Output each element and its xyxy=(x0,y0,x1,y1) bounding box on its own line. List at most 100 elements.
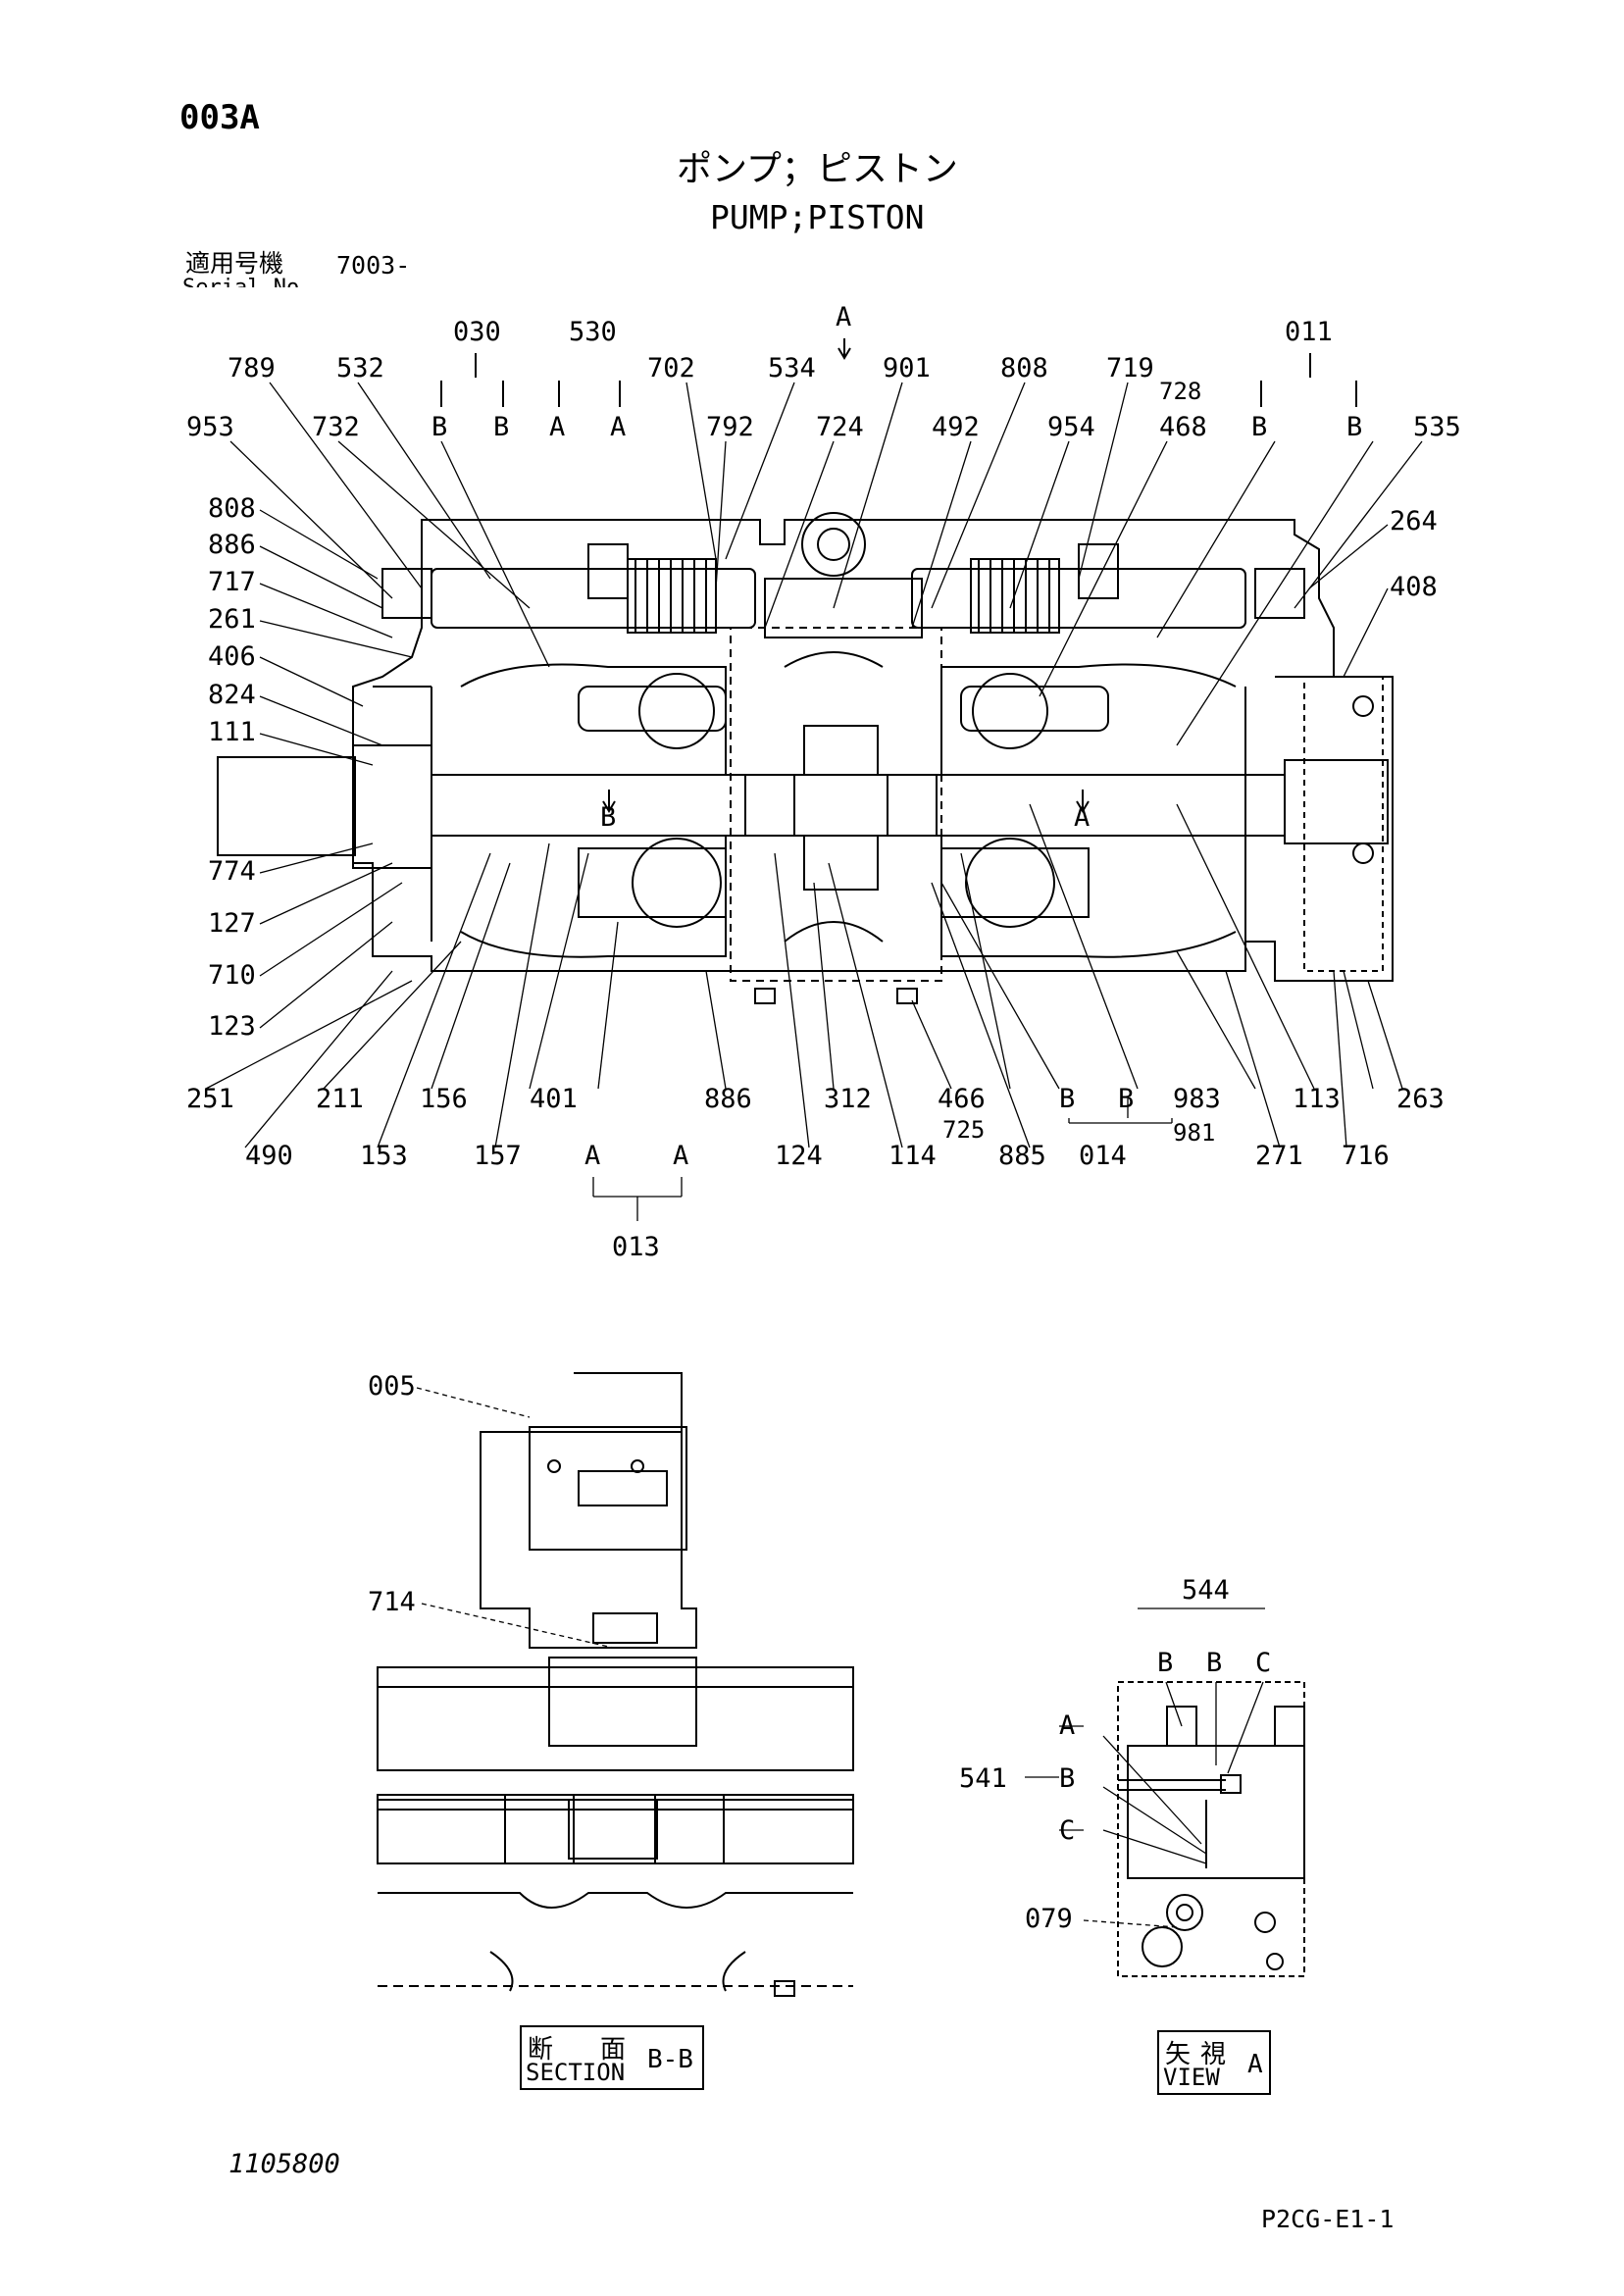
callout-492: 492 xyxy=(932,412,980,442)
callout-532: 532 xyxy=(336,353,384,383)
section-label-jp-1: 断 xyxy=(528,2035,554,2065)
callout-714: 714 xyxy=(368,1587,416,1617)
section-letter-b-2: B xyxy=(493,412,510,442)
callout-824: 824 xyxy=(208,680,256,710)
callout-263: 263 xyxy=(1396,1084,1445,1114)
callout-114: 114 xyxy=(888,1141,937,1171)
section-letter-a-013: A xyxy=(584,1141,601,1171)
callout-728: 728 xyxy=(1159,378,1202,405)
callout-953: 953 xyxy=(186,412,234,442)
callout-724: 724 xyxy=(816,412,864,442)
section-bb-drawing xyxy=(377,1372,854,1997)
callout-030: 030 xyxy=(453,317,501,347)
section-label-en: SECTION xyxy=(526,2059,626,2086)
view-letter-a-top: A xyxy=(836,302,852,332)
callout-401: 401 xyxy=(530,1084,578,1114)
callout-725: 725 xyxy=(942,1116,986,1144)
view-a-callout-a: C xyxy=(1059,1815,1076,1846)
callout-127: 127 xyxy=(208,908,256,939)
callout-901: 901 xyxy=(883,353,931,383)
title-japanese: ポンプ；ピストン xyxy=(677,149,958,189)
callout-014: 014 xyxy=(1079,1141,1127,1171)
main-shaft xyxy=(431,774,1286,837)
serial-value: 7003- xyxy=(336,251,411,280)
view-a-callout-c: B xyxy=(1059,1763,1076,1794)
callout-011: 011 xyxy=(1285,317,1333,347)
callout-271: 271 xyxy=(1255,1141,1303,1171)
callout-156: 156 xyxy=(420,1084,468,1114)
center-gearbox xyxy=(730,627,942,982)
callout-406: 406 xyxy=(208,641,256,672)
callout-157: 157 xyxy=(474,1141,522,1171)
callout-808-left: 808 xyxy=(208,493,256,524)
callout-264: 264 xyxy=(1390,506,1438,536)
serial-label-japanese: 適用号機 xyxy=(185,249,284,278)
callout-808-top: 808 xyxy=(1000,353,1048,383)
callout-530: 530 xyxy=(569,317,617,347)
page-code: P2CG-E1-1 xyxy=(1261,2205,1395,2233)
callout-981: 981 xyxy=(1173,1119,1216,1147)
callout-408: 408 xyxy=(1390,572,1438,602)
right-cylinder-block xyxy=(940,663,1237,958)
callout-013: 013 xyxy=(612,1232,660,1262)
section-letter-b-shaft-left: B xyxy=(600,802,617,833)
callout-251: 251 xyxy=(186,1084,234,1114)
callout-774: 774 xyxy=(208,856,256,887)
callout-702: 702 xyxy=(647,353,695,383)
callout-124: 124 xyxy=(775,1141,823,1171)
callout-789: 789 xyxy=(228,353,276,383)
view-a-letter-a: C xyxy=(1255,1648,1272,1678)
section-label-suffix: B-B xyxy=(647,2045,693,2074)
section-letter-a-014: B xyxy=(1118,1084,1135,1114)
callout-113: 113 xyxy=(1293,1084,1341,1114)
section-letter-a-2: B xyxy=(1251,412,1268,442)
callout-005: 005 xyxy=(368,1371,416,1402)
callout-211: 211 xyxy=(316,1084,364,1114)
view-a-letter-b: B xyxy=(1157,1648,1174,1678)
callout-717: 717 xyxy=(208,567,256,597)
callout-535: 535 xyxy=(1413,412,1461,442)
section-letter-b-3: A xyxy=(549,412,566,442)
callout-792: 792 xyxy=(706,412,754,442)
callout-719: 719 xyxy=(1106,353,1154,383)
callout-534: 534 xyxy=(768,353,816,383)
left-cylinder-block xyxy=(460,663,727,958)
view-label-jp-1: 矢 xyxy=(1165,2040,1192,2069)
section-letter-b-shaft-right: A xyxy=(1074,802,1091,833)
callout-468: 468 xyxy=(1159,412,1207,442)
section-label-jp-2: 面 xyxy=(600,2035,627,2065)
callout-153: 153 xyxy=(360,1141,408,1171)
callout-983: 983 xyxy=(1173,1084,1221,1114)
section-bb-label: 断 面 SECTION B-B xyxy=(520,2025,704,2090)
callout-732: 732 xyxy=(312,412,360,442)
callout-885: 885 xyxy=(998,1141,1046,1171)
title-english: PUMP;PISTON xyxy=(710,198,925,236)
section-letter-b-013: A xyxy=(673,1141,689,1171)
callout-312: 312 xyxy=(824,1084,872,1114)
view-a-letter-c: B xyxy=(1206,1648,1223,1678)
callout-710: 710 xyxy=(208,960,256,991)
callout-541: 541 xyxy=(959,1763,1007,1794)
section-letter-a-1: A xyxy=(610,412,627,442)
section-letter-b-4: B xyxy=(1346,412,1363,442)
callout-886-left: 886 xyxy=(208,530,256,560)
callout-954: 954 xyxy=(1047,412,1095,442)
group-code: 003A xyxy=(179,98,260,137)
callout-111: 111 xyxy=(208,717,256,747)
callout-886-bottom: 886 xyxy=(704,1084,752,1114)
view-a-label: 矢 視 VIEW A xyxy=(1157,2030,1271,2095)
view-label-suffix: A xyxy=(1247,2050,1263,2079)
callout-716: 716 xyxy=(1342,1141,1390,1171)
serial-label-english-clip: Serial No. xyxy=(182,278,320,287)
callout-490: 490 xyxy=(245,1141,293,1171)
section-letter-b-014: B xyxy=(1059,1084,1076,1114)
drawing-number: 1105800 xyxy=(228,2149,340,2179)
callout-261: 261 xyxy=(208,604,256,635)
serial-label-english: Serial No. xyxy=(182,278,312,287)
callout-123: 123 xyxy=(208,1011,256,1042)
section-letter-b-1: B xyxy=(431,412,448,442)
view-label-en: VIEW xyxy=(1163,2064,1220,2091)
view-a-drawing xyxy=(1117,1681,1305,1977)
lifting-eye xyxy=(801,512,866,577)
